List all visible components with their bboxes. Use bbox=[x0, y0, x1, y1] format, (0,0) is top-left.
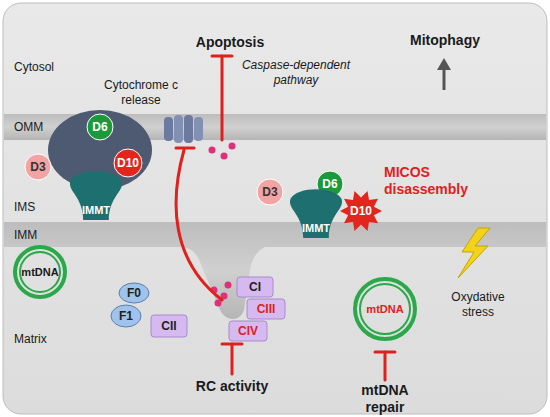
complex-box: CIV bbox=[228, 320, 268, 342]
node-text: D10 bbox=[350, 204, 372, 218]
immt-protein: IMMT bbox=[64, 168, 128, 220]
node-text: D3 bbox=[262, 185, 277, 199]
node-text: mtDNA bbox=[366, 303, 403, 315]
inner-membrane-crista bbox=[4, 222, 546, 319]
annotation-label: Cytosol bbox=[14, 60, 84, 75]
annotation-label: IMS bbox=[14, 200, 64, 215]
node-text: CI bbox=[249, 280, 261, 294]
protein-shape: D3 bbox=[256, 178, 284, 206]
cytochrome-c-dots bbox=[209, 143, 236, 307]
complex-box: CI bbox=[236, 276, 274, 298]
background-panel bbox=[3, 3, 547, 414]
node-text: CIV bbox=[238, 324, 258, 338]
annotation-label: mtDNA repair bbox=[345, 382, 425, 416]
annotation-label: Oxydative stress bbox=[438, 290, 518, 320]
annotation-label: IMM bbox=[14, 228, 64, 243]
node-text: CIII bbox=[257, 302, 276, 316]
annotation-label: Matrix bbox=[14, 332, 74, 347]
annotation-label: MICOS disassembly bbox=[384, 164, 468, 198]
node-text: CII bbox=[161, 319, 176, 333]
annotation-label: RC activity bbox=[180, 378, 284, 395]
immt-protein: IMMT bbox=[284, 186, 348, 238]
mtdna-circle: mtDNA bbox=[352, 276, 418, 342]
protein-shape: F0 bbox=[118, 282, 150, 304]
protein-shape: F1 bbox=[110, 304, 142, 328]
mtdna-circle: mtDNA bbox=[12, 244, 68, 300]
protein-shape: D10 bbox=[113, 148, 143, 178]
protein-shape: D6 bbox=[86, 113, 114, 141]
annotation-label: Caspase-dependent pathway bbox=[236, 58, 356, 88]
annotation-label: Apoptosis bbox=[190, 34, 270, 51]
complex-box: CIII bbox=[246, 298, 286, 320]
protein-shape: D10 bbox=[340, 190, 382, 232]
protein-shape: D3 bbox=[24, 153, 52, 181]
node-text: D10 bbox=[117, 156, 139, 170]
annotation-label: Cytochrome c release bbox=[92, 78, 190, 108]
node-text: IMMT bbox=[302, 222, 330, 234]
lightning-bolt bbox=[458, 228, 490, 278]
node-text: D3 bbox=[30, 160, 45, 174]
mitophagy-arrow bbox=[437, 58, 451, 90]
node-text: F1 bbox=[119, 309, 133, 323]
node-text: D6 bbox=[92, 120, 107, 134]
cytochrome-channel bbox=[164, 115, 203, 143]
annotation-label: Mitophagy bbox=[400, 32, 490, 49]
node-text: IMMT bbox=[82, 204, 110, 216]
node-text: F0 bbox=[127, 286, 141, 300]
annotation-label: OMM bbox=[14, 120, 64, 135]
node-text: mtDNA bbox=[21, 266, 58, 278]
complex-box: CII bbox=[150, 314, 188, 338]
node-text: D6 bbox=[322, 177, 337, 191]
